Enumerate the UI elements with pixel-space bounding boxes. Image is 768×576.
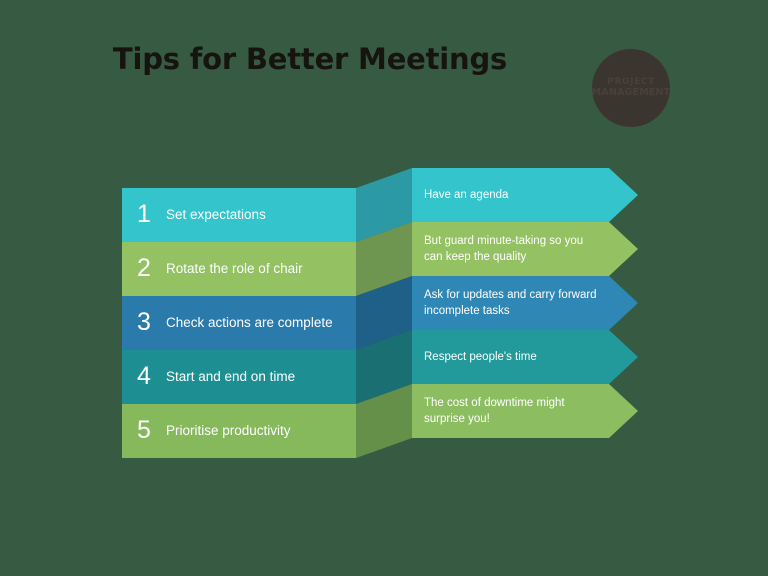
tip-title-bar[interactable]: 5 Prioritise productivity [122, 404, 356, 458]
tip-detail-arrow[interactable]: But guard minute-taking so you can keep … [412, 222, 638, 276]
ribbon-fold [356, 168, 412, 242]
tip-number: 5 [137, 415, 151, 444]
ribbon-fold [356, 222, 412, 296]
tip-title-bar[interactable]: 4 Start and end on time [122, 350, 356, 404]
tip-detail-text: The cost of downtime might surprise you! [424, 396, 565, 425]
tip-title-text: Prioritise productivity [166, 422, 291, 438]
tip-number: 4 [137, 361, 151, 390]
tip-number: 1 [137, 199, 151, 228]
ribbon-fold [356, 330, 412, 404]
ribbon-fold [356, 384, 412, 458]
tip-title-bar[interactable]: 3 Check actions are complete [122, 296, 356, 350]
tip-detail-arrow[interactable]: Respect people's time [412, 330, 638, 384]
tip-detail-arrow[interactable]: Ask for updates and carry forward incomp… [412, 276, 638, 330]
tip-detail-arrow[interactable]: Have an agenda [412, 168, 638, 222]
tip-title-text: Start and end on time [166, 368, 296, 384]
tip-title-text: Set expectations [166, 206, 266, 222]
tip-detail-text: Respect people's time [424, 350, 537, 363]
tip-title-text: Check actions are complete [166, 314, 333, 330]
tip-title-bar[interactable]: 2 Rotate the role of chair [122, 242, 356, 296]
page-title: Tips for Better Meetings [112, 42, 508, 76]
badge-line-2: MANAGEMENT [591, 86, 671, 98]
project-management-badge: PROJECT MANAGEMENT [592, 49, 670, 127]
tip-detail-text: But guard minute-taking so you can keep … [424, 234, 584, 263]
tip-detail-arrow[interactable]: The cost of downtime might surprise you! [412, 384, 638, 438]
tip-number: 2 [137, 253, 151, 282]
tip-number: 3 [137, 307, 151, 336]
tip-detail-text: Ask for updates and carry forward incomp… [424, 288, 597, 317]
tip-title-bar[interactable]: 1 Set expectations [122, 188, 356, 242]
badge-line-1: PROJECT [607, 77, 655, 88]
tip-detail-text: Have an agenda [424, 188, 509, 201]
tip-title-text: Rotate the role of chair [166, 260, 303, 276]
ribbon-fold [356, 276, 412, 350]
